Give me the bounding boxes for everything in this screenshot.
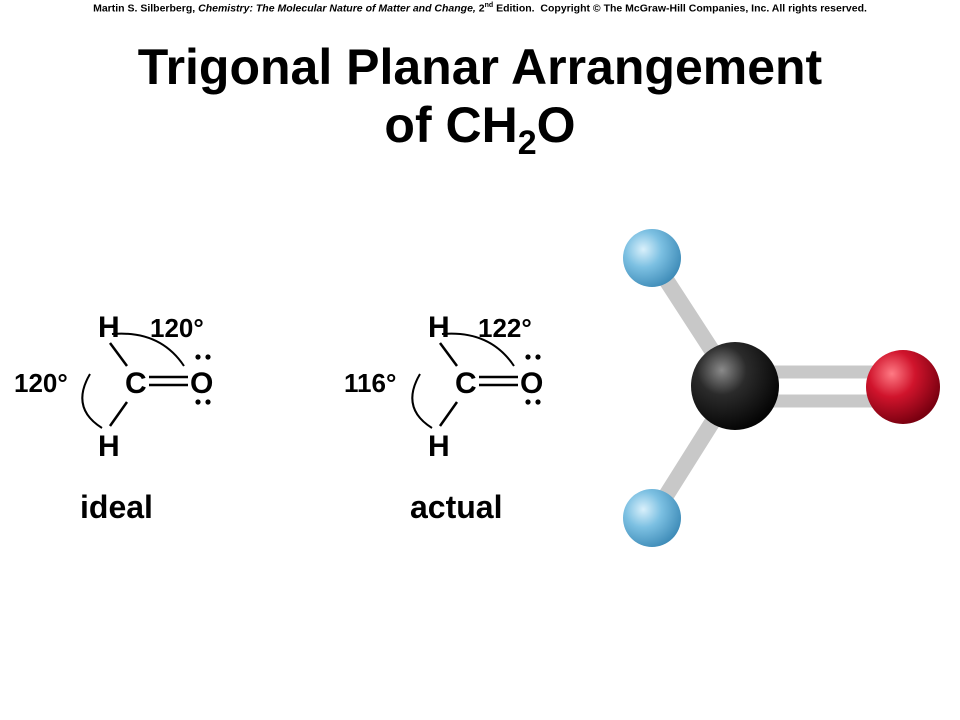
actual-bond-c-h-bottom [438,401,459,427]
actual-angle-arc-left [411,373,433,429]
ideal-angle-left: 120° [14,368,68,398]
credit-edition-word: Edition. [496,2,535,15]
credit-edition-sup: nd [484,2,494,9]
model-oxygen [866,350,940,424]
ideal-lone-pairs [195,354,211,405]
model-carbon [691,342,779,430]
actual-atom-o: O [520,367,543,400]
actual-caption: actual [410,489,503,525]
actual-bond-c-h-top [438,342,459,367]
title-suffix: O [536,97,576,153]
actual-structure: H H C O 122° 116° [344,311,543,463]
credit-copyright: Copyright © The McGraw-Hill Companies, I… [540,2,867,15]
slide-title-line1: Trigonal Planar Arrangement [137,39,823,95]
ideal-structure: H H C O 120° 120° [14,311,213,463]
ideal-caption: ideal [80,489,153,525]
actual-angle-left: 116° [344,368,396,398]
ideal-atom-c: C [125,367,147,400]
ideal-atom-h-bottom: H [98,430,120,463]
ball-and-stick-model [623,229,940,547]
ideal-bond-c-h-bottom [108,401,129,427]
copyright-credit: Martin S. Silberberg, Chemistry: The Mol… [0,2,960,15]
credit-edition-num: 2 [478,2,485,15]
ideal-angle-top: 120° [150,313,204,343]
actual-lone-pairs [525,354,541,405]
slide-title-line2: of CH2O [0,100,960,160]
actual-atom-h-top: H [428,311,450,344]
actual-atom-c: C [455,367,477,400]
actual-angle-top: 122° [478,313,532,343]
credit-author: Martin S. Silberberg, [93,2,196,15]
credit-book: Chemistry: The Molecular Nature of Matte… [198,2,476,15]
model-hydrogen-bottom [623,489,681,547]
ideal-bond-c-h-top [108,342,129,367]
ideal-angle-arc-top [111,332,185,367]
ideal-angle-arc-left [81,373,103,429]
actual-angle-arc-top [441,332,515,367]
ideal-atom-o: O [190,367,213,400]
actual-atom-h-bottom: H [428,430,450,463]
title-subscript: 2 [517,124,537,162]
model-hydrogen-top [623,229,681,287]
title-prefix: of CH [384,97,518,153]
ideal-atom-h-top: H [98,311,120,344]
